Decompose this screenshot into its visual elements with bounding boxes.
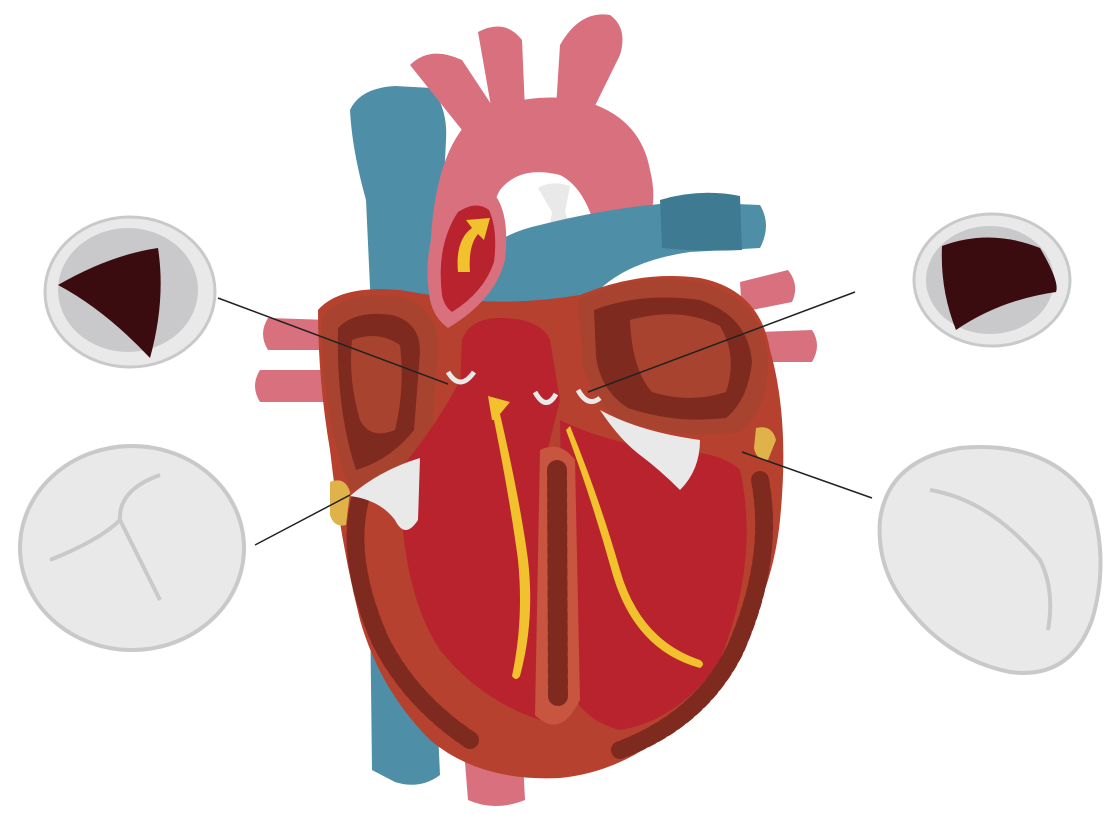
inset-aortic-valve-open: [45, 217, 215, 367]
inset-tricuspid-valve-closed: [20, 446, 244, 650]
left-pulmonary-artery: [660, 193, 742, 251]
trabeculae-septum: [557, 470, 558, 700]
pulmonary-vein-left-lower: [255, 370, 325, 402]
inset-mitral-valve-closed: [880, 447, 1101, 673]
left-subclavian: [556, 14, 622, 120]
inset-pulmonary-valve-open: [914, 214, 1070, 346]
